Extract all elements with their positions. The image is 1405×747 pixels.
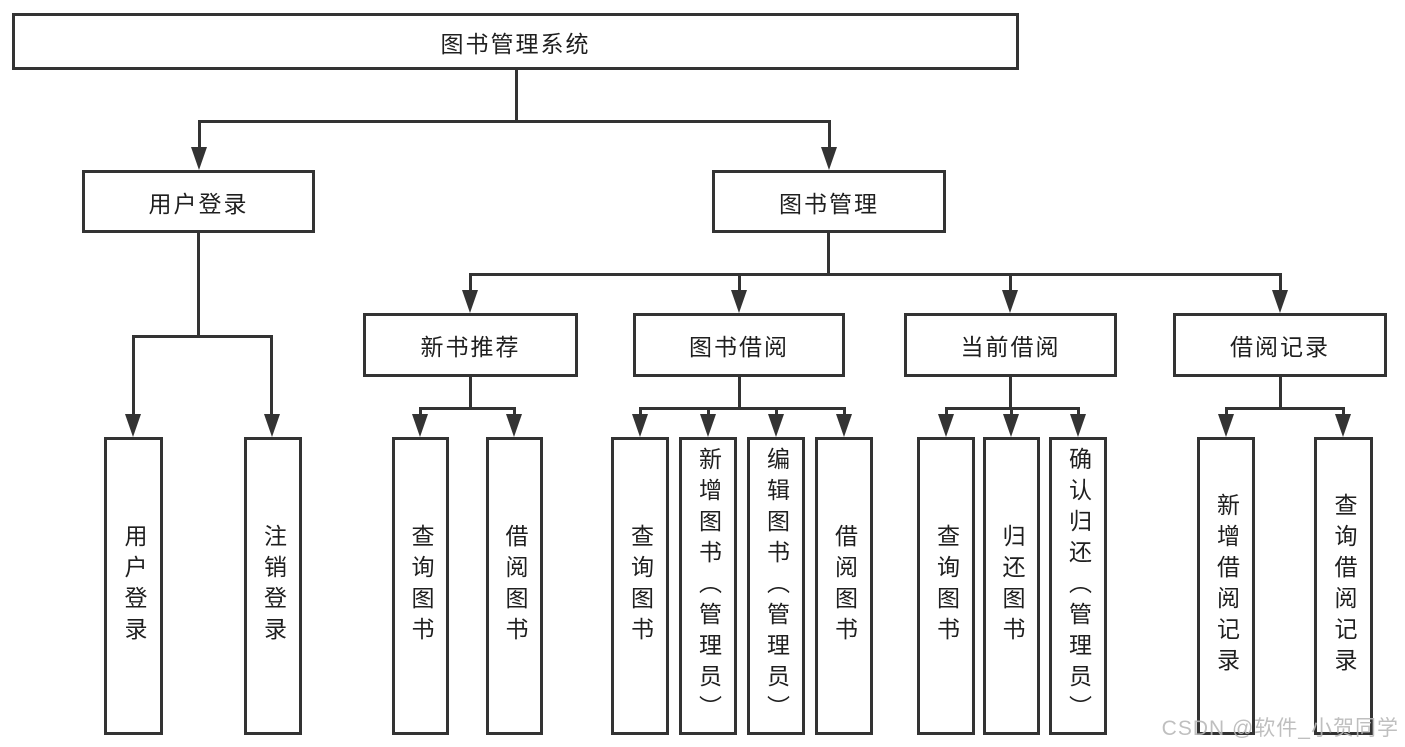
node-current-borrow: 当前借阅: [904, 313, 1117, 377]
leaf-newbook-borrow-label: 借阅图书: [502, 524, 528, 648]
connector-leaf-stub: [707, 407, 710, 417]
arrow-down-icon: [1070, 414, 1086, 437]
connector-leaf-stub: [1342, 407, 1345, 417]
connector-user-login-bus: [132, 335, 273, 338]
connector-user-login-stub: [198, 120, 201, 148]
leaf-newbook-borrow: 借阅图书: [486, 437, 543, 735]
connector-root-drop: [515, 70, 518, 123]
node-root: 图书管理系统: [12, 13, 1019, 70]
connector-user-login-drop: [197, 233, 200, 337]
connector-book-mgmt-stub: [828, 120, 831, 148]
leaf-add-book-admin-label: 新增图书（管理员）: [695, 446, 722, 726]
connector-book-mgmt-drop: [827, 233, 830, 275]
connector-leaf-stub: [419, 407, 422, 417]
arrow-down-icon: [821, 147, 837, 170]
node-book-borrow-label: 图书借阅: [689, 334, 789, 360]
arrow-down-icon: [125, 414, 141, 437]
arrow-down-icon: [836, 414, 852, 437]
arrow-down-icon: [462, 290, 478, 313]
leaf-logout-login: 注销登录: [244, 437, 302, 735]
arrow-down-icon: [1335, 414, 1351, 437]
arrow-down-icon: [1218, 414, 1234, 437]
connector-leaf-stub: [1010, 407, 1013, 417]
connector-group-stub: [469, 273, 472, 291]
connector-group-bus: [419, 407, 516, 410]
arrow-down-icon: [412, 414, 428, 437]
node-new-book-recommend: 新书推荐: [363, 313, 578, 377]
leaf-search-borrow-record-label: 查询借阅记录: [1331, 493, 1357, 679]
leaf-edit-book-admin: 编辑图书（管理员）: [747, 437, 805, 735]
connector-group-drop: [738, 377, 741, 409]
node-book-management-label: 图书管理: [779, 190, 879, 217]
leaf-newbook-search-label: 查询图书: [408, 524, 434, 648]
node-borrow-records: 借阅记录: [1173, 313, 1387, 377]
node-borrow-records-label: 借阅记录: [1230, 334, 1330, 360]
arrow-down-icon: [731, 290, 747, 313]
leaf-borrow-search-label: 查询图书: [627, 524, 654, 648]
connector-group-drop: [1279, 377, 1282, 409]
node-new-book-recommend-label: 新书推荐: [420, 334, 521, 360]
leaf-current-search: 查询图书: [917, 437, 975, 735]
leaf-add-borrow-record: 新增借阅记录: [1197, 437, 1255, 735]
node-book-borrow: 图书借阅: [633, 313, 845, 377]
arrow-down-icon: [264, 414, 280, 437]
arrow-down-icon: [1272, 290, 1288, 313]
leaf-borrow-book-label: 借阅图书: [831, 524, 858, 648]
connector-leaf-stub: [270, 335, 273, 415]
node-root-label: 图书管理系统: [440, 30, 591, 57]
connector-level3-bus: [469, 273, 1282, 276]
arrow-down-icon: [700, 414, 716, 437]
connector-group-bus: [1225, 407, 1345, 410]
connector-leaf-stub: [132, 335, 135, 415]
connector-group-stub: [738, 273, 741, 291]
leaf-add-borrow-record-label: 新增借阅记录: [1213, 493, 1240, 679]
connector-leaf-stub: [775, 407, 778, 417]
node-user-login-label: 用户登录: [148, 190, 249, 217]
arrow-down-icon: [506, 414, 522, 437]
connector-leaf-stub: [1077, 407, 1080, 417]
connector-leaf-stub: [1225, 407, 1228, 417]
node-user-login: 用户登录: [82, 170, 315, 233]
leaf-borrow-search: 查询图书: [611, 437, 669, 735]
arrow-down-icon: [1002, 290, 1018, 313]
leaf-search-borrow-record: 查询借阅记录: [1314, 437, 1373, 735]
leaf-confirm-return-admin: 确认归还（管理员）: [1049, 437, 1107, 735]
connector-group-bus: [639, 407, 846, 410]
leaf-add-book-admin: 新增图书（管理员）: [679, 437, 737, 735]
leaf-edit-book-admin-label: 编辑图书（管理员）: [763, 446, 790, 726]
connector-leaf-stub: [843, 407, 846, 417]
leaf-newbook-search: 查询图书: [392, 437, 449, 735]
connector-group-stub: [1279, 273, 1282, 291]
connector-leaf-stub: [513, 407, 516, 417]
arrow-down-icon: [632, 414, 648, 437]
node-book-management: 图书管理: [712, 170, 946, 233]
connector-group-stub: [1009, 273, 1012, 291]
arrow-down-icon: [768, 414, 784, 437]
leaf-return-book: 归还图书: [983, 437, 1040, 735]
arrow-down-icon: [938, 414, 954, 437]
leaf-confirm-return-admin-label: 确认归还（管理员）: [1065, 446, 1092, 726]
leaf-borrow-book: 借阅图书: [815, 437, 873, 735]
connector-leaf-stub: [639, 407, 642, 417]
leaf-return-book-label: 归还图书: [999, 524, 1025, 648]
leaf-user-login-label: 用户登录: [121, 524, 147, 648]
leaf-user-login: 用户登录: [104, 437, 163, 735]
arrow-down-icon: [1003, 414, 1019, 437]
arrow-down-icon: [191, 147, 207, 170]
connector-group-drop: [1009, 377, 1012, 409]
node-current-borrow-label: 当前借阅: [960, 334, 1061, 360]
watermark: CSDN @软件_小贺同学: [1161, 717, 1399, 740]
leaf-current-search-label: 查询图书: [933, 524, 960, 648]
connector-group-drop: [469, 377, 472, 409]
connector-level2-bus: [198, 120, 831, 123]
leaf-logout-login-label: 注销登录: [260, 524, 287, 648]
connector-leaf-stub: [945, 407, 948, 417]
